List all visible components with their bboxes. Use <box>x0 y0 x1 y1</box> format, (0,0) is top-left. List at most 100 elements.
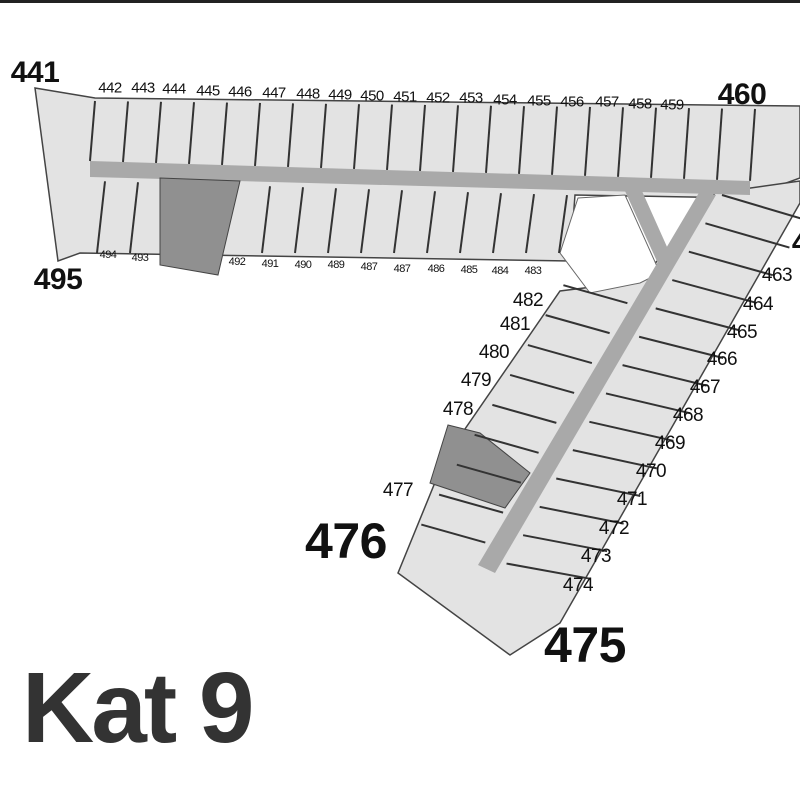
room-wall <box>327 188 337 254</box>
room-label-partial: 4 <box>792 226 800 260</box>
room-label-left: 481 <box>499 314 531 335</box>
room-wall <box>589 420 674 442</box>
room-wall <box>421 523 486 544</box>
room-label-top: 447 <box>262 84 286 102</box>
room-wall <box>492 193 502 254</box>
room-label-bottom: 493 <box>131 252 149 264</box>
room-label-top: 445 <box>196 82 220 100</box>
room-label-right: 466 <box>706 349 738 370</box>
room-label-left: 478 <box>442 399 474 420</box>
room-wall <box>221 102 228 166</box>
corridor-branch <box>625 191 672 268</box>
room-label-top: 452 <box>426 89 450 107</box>
room-wall <box>545 314 610 335</box>
room-wall <box>518 106 525 174</box>
room-label-right: 463 <box>761 265 793 286</box>
room-wall <box>551 106 558 175</box>
corridor-top <box>90 161 750 195</box>
room-wall <box>522 534 608 553</box>
room-label-left: 482 <box>512 290 544 311</box>
room-label-bottom: 486 <box>427 263 445 275</box>
room-label-top: 443 <box>131 79 155 97</box>
room-wall <box>438 493 504 514</box>
corridor-diagonal <box>478 191 716 573</box>
room-wall <box>525 194 535 254</box>
room-label-top: 454 <box>493 91 517 109</box>
room-wall <box>492 403 557 424</box>
floor-plan-drawing <box>34 87 800 656</box>
room-wall <box>749 108 756 181</box>
room-label-right: 468 <box>672 405 704 426</box>
room-wall <box>386 104 393 170</box>
room-wall <box>419 104 426 171</box>
room-wall <box>122 101 129 163</box>
room-label-top: 442 <box>98 79 122 97</box>
room-label-bottom: 494 <box>99 249 117 261</box>
room-wall <box>188 102 195 165</box>
room-label-right: 464 <box>742 294 774 315</box>
room-label-bottom: 487 <box>360 261 378 273</box>
room-label-top: 446 <box>228 83 252 101</box>
room-wall <box>287 103 294 168</box>
room-wall <box>353 104 360 169</box>
room-wall <box>459 192 469 254</box>
room-label-top: 451 <box>393 88 417 106</box>
room-label-right: 470 <box>635 461 667 482</box>
room-label-right: 467 <box>689 377 721 398</box>
room-wall <box>683 108 690 179</box>
room-wall <box>474 433 539 454</box>
room-wall <box>617 107 624 177</box>
floor-title: Kat 9 <box>22 652 255 764</box>
room-wall <box>294 187 304 254</box>
room-wall <box>716 108 723 180</box>
room-wall <box>452 105 459 172</box>
room-label-bottom: 484 <box>491 265 509 277</box>
room-label-top: 449 <box>328 86 352 104</box>
room-wall <box>638 335 724 359</box>
room-label-bottom: 489 <box>327 259 345 271</box>
room-label-top: 444 <box>162 80 186 98</box>
room-label-476: 476 <box>305 513 387 569</box>
stair-core-diagonal <box>429 424 531 509</box>
room-wall <box>485 105 492 173</box>
room-walls <box>89 100 800 580</box>
room-label-495: 495 <box>33 263 83 296</box>
room-wall <box>456 463 522 484</box>
room-label-left: 477 <box>382 480 414 501</box>
room-wall <box>89 100 96 162</box>
room-label-top: 459 <box>660 96 684 114</box>
room-wall <box>96 181 106 254</box>
room-wall <box>558 195 568 254</box>
room-label-right: 465 <box>726 322 758 343</box>
room-label-bottom: 490 <box>294 259 312 271</box>
stair-core-top <box>159 177 241 276</box>
room-label-bottom: 483 <box>524 265 542 277</box>
room-wall <box>320 103 327 169</box>
room-wall <box>584 106 591 176</box>
room-wall <box>672 279 757 304</box>
room-label-right: 471 <box>616 489 648 510</box>
room-label-bottom: 492 <box>228 256 246 268</box>
room-label-left: 479 <box>460 370 492 391</box>
room-wall <box>129 182 139 254</box>
room-label-right: 473 <box>580 546 612 567</box>
room-wall <box>426 191 436 254</box>
room-wall <box>254 102 261 167</box>
room-label-460: 460 <box>717 78 767 111</box>
room-label-top: 453 <box>459 89 483 107</box>
room-label-top: 448 <box>296 85 320 103</box>
room-wall <box>556 477 641 497</box>
room-wall <box>622 364 707 387</box>
room-wall <box>650 107 657 178</box>
room-label-top: 455 <box>527 92 551 110</box>
room-wall <box>360 189 370 254</box>
room-label-left: 480 <box>478 342 510 363</box>
room-label-bottom: 491 <box>261 258 279 270</box>
room-wall <box>655 307 740 332</box>
room-wall <box>527 344 593 365</box>
room-wall <box>572 449 658 470</box>
room-label-right: 469 <box>654 433 686 454</box>
room-wall <box>605 392 691 415</box>
room-wall <box>509 373 575 394</box>
